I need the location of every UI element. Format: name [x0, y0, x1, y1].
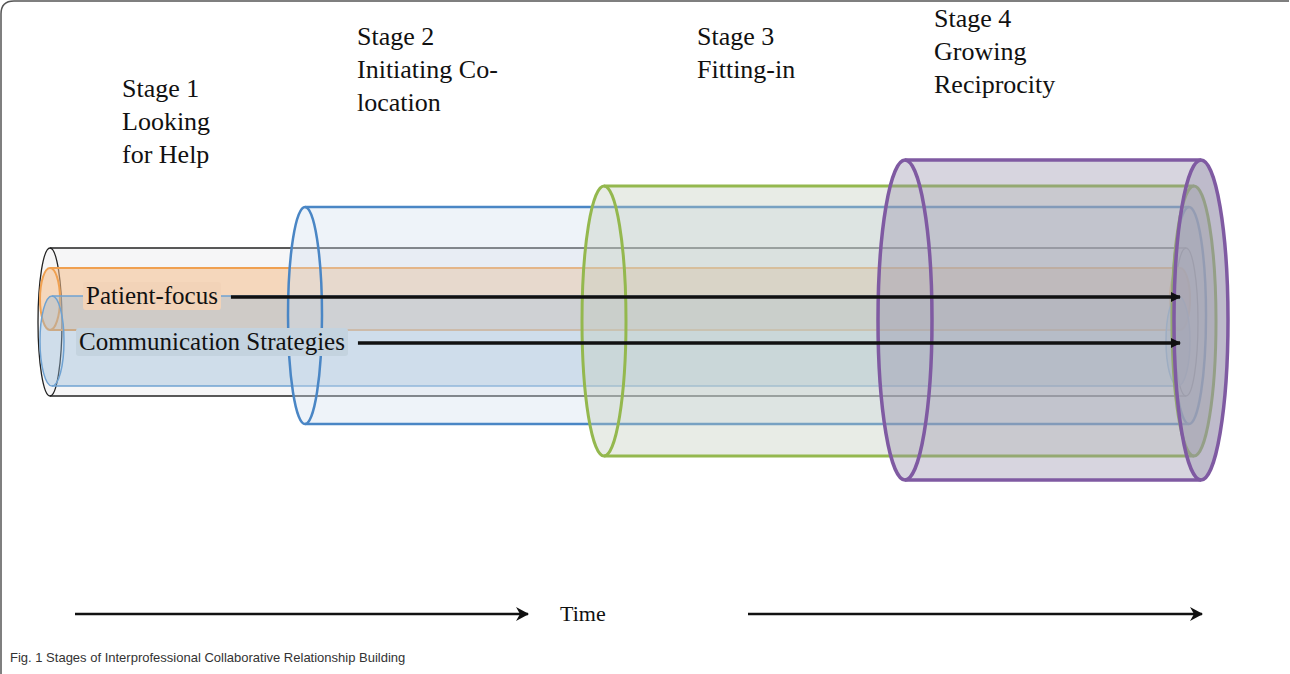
stage-heading: Stage 4 Growing Reciprocity	[934, 2, 1096, 101]
time-arrow	[75, 613, 528, 616]
axis-label: Time	[560, 601, 606, 627]
figure-caption: Fig. 1 Stages of Interprofessional Colla…	[10, 650, 405, 665]
stage-heading: Stage 1 Looking for Help	[122, 72, 234, 171]
stage-heading: Stage 3 Fitting-in	[697, 20, 829, 86]
stage-cylinder: Stage 4 Growing Reciprocity	[878, 160, 1228, 480]
theme-arrow	[231, 295, 1180, 299]
stage-heading: Stage 2 Initiating Co-location	[357, 20, 509, 119]
theme-arrow	[358, 341, 1180, 345]
stage-cylinder	[878, 160, 1228, 480]
time-arrow	[748, 613, 1202, 616]
theme-label: Patient-focus	[83, 282, 221, 310]
theme-label: Communication Strategies	[76, 328, 348, 356]
